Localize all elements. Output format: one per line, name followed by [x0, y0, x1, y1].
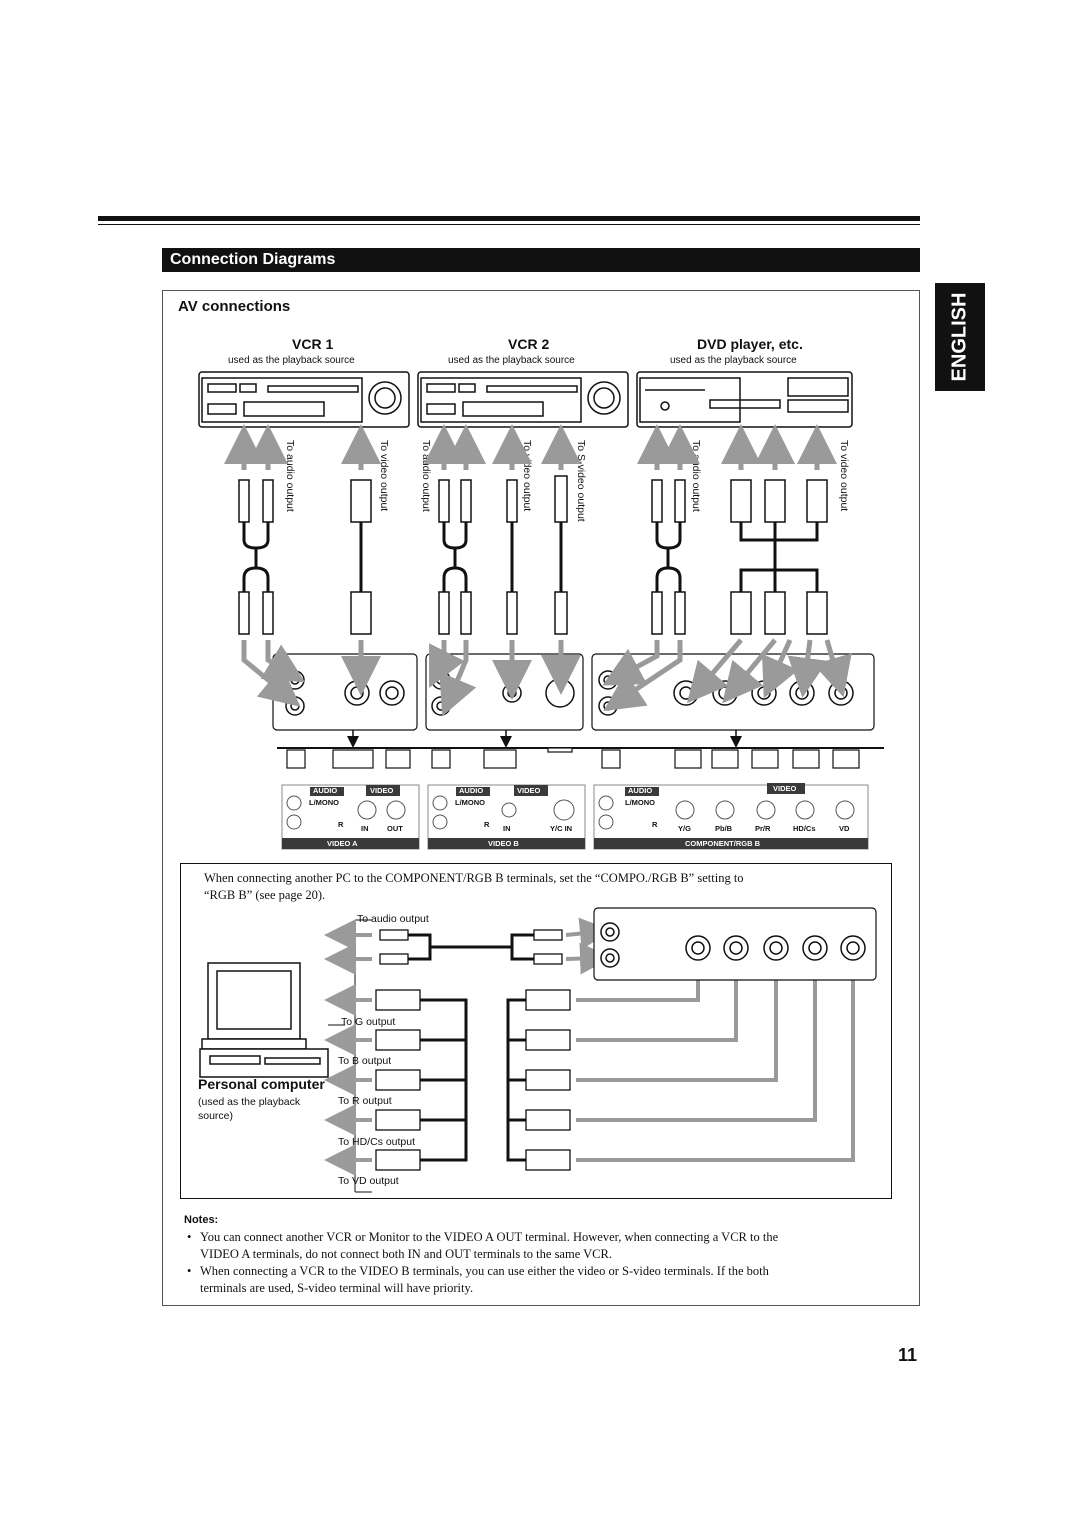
pc-subtitle-line2: source): [198, 1110, 234, 1122]
vcr1-title: VCR 1: [292, 336, 334, 352]
audio-label-b: AUDIO: [459, 786, 484, 795]
notes-title: Notes:: [184, 1214, 219, 1226]
dvd-video-label: To video output: [838, 440, 850, 512]
vcr1-device-icon: [198, 371, 410, 428]
note-bullet-1: •: [187, 1230, 192, 1244]
header-rule-thin: [98, 224, 920, 225]
page-number: 11: [898, 1345, 918, 1365]
pc-r-output-label: To R output: [338, 1095, 392, 1107]
pc-connection-diagram: [199, 907, 877, 1193]
video-label-c: VIDEO: [773, 784, 797, 793]
prr-label: Pr/R: [755, 824, 771, 833]
pc-intro-line2: “RGB B” (see page 20).: [204, 888, 326, 902]
in-label-a: IN: [361, 824, 369, 833]
vcr2-title: VCR 2: [508, 336, 550, 352]
lmono-label-c: L/MONO: [625, 798, 655, 807]
note-2-line2: terminals are used, S-video terminal wil…: [200, 1281, 474, 1295]
dvd-title: DVD player, etc.: [697, 336, 803, 352]
video-a-label: VIDEO A: [327, 839, 358, 848]
vcr1-subtitle: used as the playback source: [228, 355, 355, 366]
computer-icon: [199, 962, 329, 1078]
section-title: Connection Diagrams: [170, 251, 336, 268]
video-label-b: VIDEO: [517, 786, 541, 795]
pc-audio-output-label: To audio output: [357, 913, 429, 925]
note-1-line2: VIDEO A terminals, do not connect both I…: [200, 1247, 612, 1261]
video-b-label: VIDEO B: [488, 839, 519, 848]
vcr2-subtitle: used as the playback source: [448, 355, 575, 366]
header-rule: [98, 216, 920, 221]
pc-intro-line1: When connecting another PC to the COMPON…: [204, 871, 744, 885]
note-bullet-2: •: [187, 1264, 192, 1278]
r-label-a: R: [338, 820, 344, 829]
in-label-b: IN: [503, 824, 511, 833]
av-connection-diagram: [198, 371, 884, 850]
dvd-subtitle: used as the playback source: [670, 355, 797, 366]
pbb-label: Pb/B: [715, 824, 733, 833]
dvd-device-icon: [636, 371, 853, 428]
component-rgb-b-label: COMPONENT/RGB B: [685, 839, 760, 848]
video-label-a: VIDEO: [370, 786, 394, 795]
pc-title: Personal computer: [198, 1076, 325, 1092]
lmono-label-b: L/MONO: [455, 798, 485, 807]
audio-label-c: AUDIO: [628, 786, 653, 795]
vd-label: VD: [839, 824, 850, 833]
pc-hdcs-output-label: To HD/Cs output: [338, 1136, 416, 1148]
r-label-b: R: [484, 820, 490, 829]
lmono-label-a: L/MONO: [309, 798, 339, 807]
content-frame: [162, 290, 920, 1306]
yc-in-label: Y/C IN: [550, 824, 573, 833]
yg-label: Y/G: [678, 824, 691, 833]
section-title-bar: Connection Diagrams: [162, 248, 920, 272]
pc-subtitle-line1: (used as the playback: [198, 1096, 301, 1108]
pc-vd-output-label: To VD output: [338, 1175, 399, 1187]
out-label-a: OUT: [387, 824, 403, 833]
note-1-line1: You can connect another VCR or Monitor t…: [200, 1230, 779, 1244]
av-connections-heading: AV connections: [178, 298, 291, 315]
hdcs-label: HD/Cs: [793, 824, 816, 833]
pc-b-output-label: To B output: [338, 1055, 392, 1067]
pc-g-output-label: To G output: [341, 1016, 396, 1028]
r-label-c: R: [652, 820, 658, 829]
language-tab: ENGLISH: [935, 283, 985, 391]
audio-label-a: AUDIO: [313, 786, 338, 795]
vcr2-device-icon: [417, 371, 629, 428]
vcr1-video-label: To video output: [378, 440, 390, 512]
pc-connection-box: [180, 863, 892, 1199]
note-2-line1: When connecting a VCR to the VIDEO B ter…: [200, 1264, 769, 1278]
